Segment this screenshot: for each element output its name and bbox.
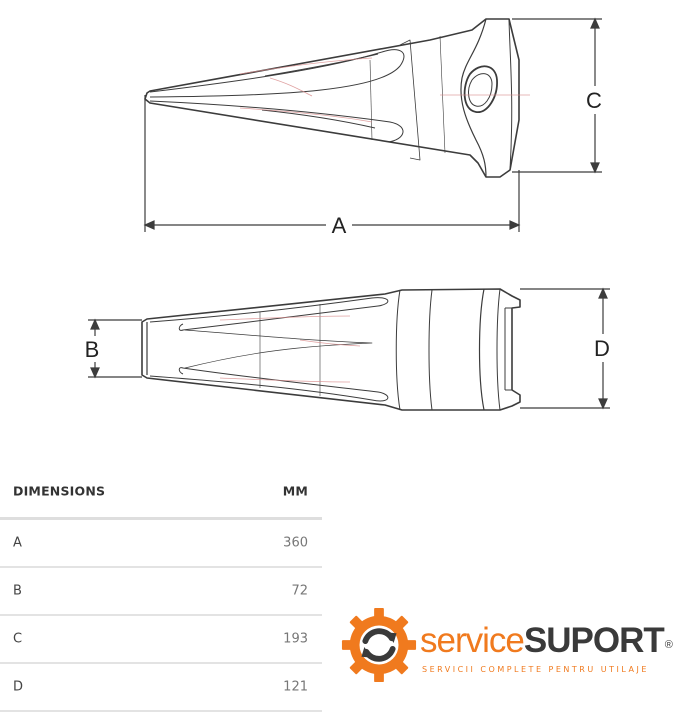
column-header-dimensions: DIMENSIONS [13,483,106,499]
registered-mark: ® [664,639,673,651]
row-dimension-name: D [13,679,24,695]
row-dimension-value: 360 [283,535,308,551]
table-row: A 360 [0,520,322,568]
row-dimension-name: A [13,535,22,551]
dimension-label-c: C [586,88,602,113]
gear-icon [341,607,417,683]
table-row: C 193 [0,616,322,664]
brand-tagline: SERVICII COMPLETE PENTRU UTILAJE [422,665,649,674]
construction-lines-side [219,315,361,383]
row-dimension-name: C [13,631,23,647]
row-dimension-value: 121 [283,679,308,695]
servicesuport-logo: serviceSUPORT® SERVICII COMPLETE PENTRU … [340,603,690,693]
row-dimension-value: 193 [283,631,308,647]
dimension-label-b: B [85,337,100,362]
bucket-tooth-drawing: C A B [84,17,610,411]
column-header-mm: MM [282,483,308,499]
row-dimension-name: B [13,583,22,599]
tooth-top-view [144,18,520,178]
table-row: D 121 [0,664,322,712]
brand-name: serviceSUPORT® [420,621,673,661]
row-dimension-value: 72 [291,583,308,599]
dimension-label-d: D [594,336,610,361]
brand-word-service: service [420,621,525,660]
table-row: B 72 [0,568,322,616]
brand-word-suport: SUPORT [523,621,665,660]
construction-lines-top [239,57,530,123]
dimensions-table: DIMENSIONS MM A 360 B 72 C 193 D 121 [0,465,322,712]
tooth-side-view [141,288,521,411]
dimension-label-a: A [332,213,347,238]
table-header-row: DIMENSIONS MM [0,465,322,520]
